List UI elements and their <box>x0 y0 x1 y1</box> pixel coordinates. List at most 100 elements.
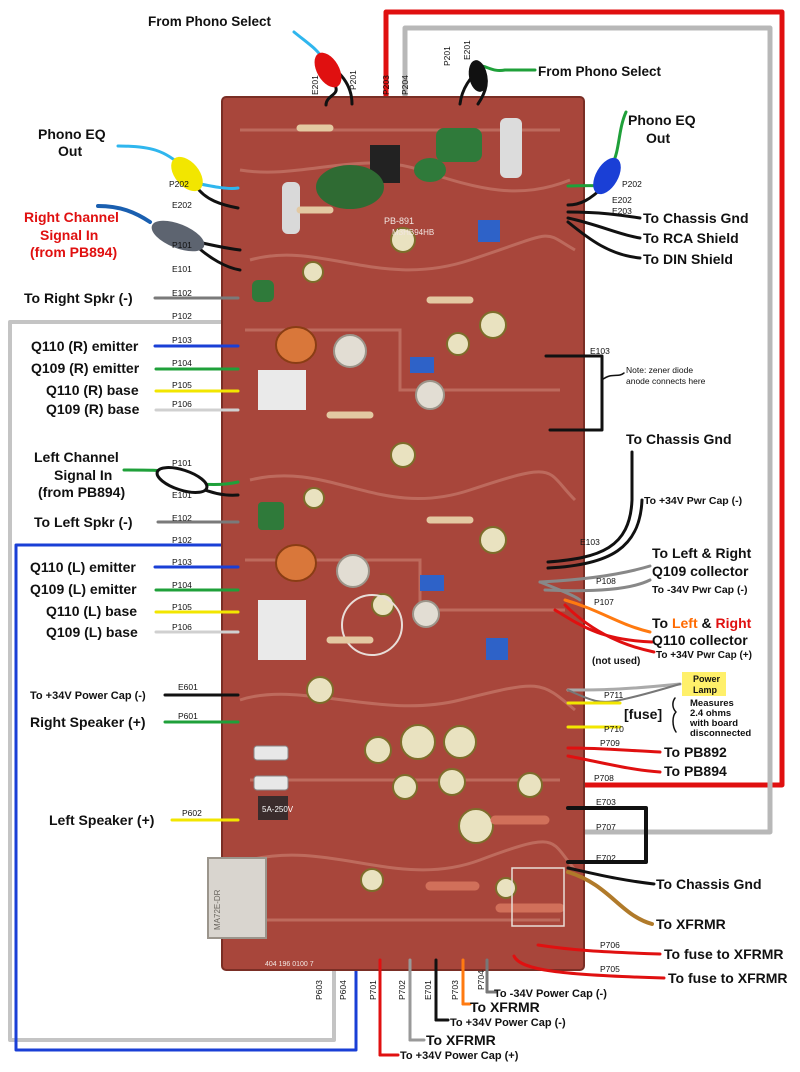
from-phono-select-label-1: From Phono Select <box>148 14 272 29</box>
red-wire-loop <box>383 9 785 788</box>
pad-p604: P604 <box>338 980 348 1000</box>
zener-note-line1: Note: zener diode <box>626 365 693 375</box>
q109-l-base-label: Q109 (L) base <box>46 624 138 640</box>
pad-p106b: P106 <box>172 622 192 632</box>
gray-wire-loop <box>402 25 773 835</box>
pad-p106a: P106 <box>172 399 192 409</box>
pad-p101b: P101 <box>172 458 192 468</box>
power-lamp-line2: Lamp <box>693 685 718 695</box>
pad-p203: P203 <box>381 75 391 95</box>
pad-p101a: P101 <box>172 240 192 250</box>
measures-line1: Measures <box>690 698 734 709</box>
pad-p704: P704 <box>476 970 486 990</box>
pad-p103a: P103 <box>172 335 192 345</box>
fuse-label: [fuse] <box>624 706 662 722</box>
chassis-gnd-1-label: To Chassis Gnd <box>643 210 749 226</box>
pad-p710: P710 <box>604 724 624 734</box>
pad-e101b: E101 <box>172 490 192 500</box>
pad-e202a: E202 <box>172 200 192 210</box>
pad-e102a: E102 <box>172 288 192 298</box>
left-labels: Phono EQ Out Right Channel Signal In (fr… <box>24 126 154 828</box>
pad-e203: E203 <box>612 206 632 216</box>
pad-p202a: P202 <box>169 179 189 189</box>
pad-p202b: P202 <box>622 179 642 189</box>
pwr-cap-pos-bottom-label: To +34V Power Cap (+) <box>400 1050 519 1062</box>
pwr-cap-neg-right-label: To +34V Pwr Cap (-) <box>644 495 742 507</box>
pad-p201b: P201 <box>442 46 452 66</box>
not-used-label: (not used) <box>592 656 640 667</box>
pad-e701: E701 <box>423 980 433 1000</box>
pad-e101a: E101 <box>172 264 192 274</box>
phono-eq-out-left-line2: Out <box>58 143 82 159</box>
pad-p602: P602 <box>182 808 202 818</box>
q110-collector-line1: To Left & Right <box>652 615 752 631</box>
pad-p102b: P102 <box>172 535 192 545</box>
pad-p108: P108 <box>596 576 616 586</box>
pad-p705: P705 <box>600 964 620 974</box>
pad-p709: P709 <box>600 738 620 748</box>
fuse-rating: 5A-250V <box>262 805 294 814</box>
left-speaker-pos-label: Left Speaker (+) <box>49 812 154 828</box>
silkscreen-code: PB-891 <box>384 216 414 226</box>
right-channel-in-line3: (from PB894) <box>30 244 117 260</box>
power-lamp-line1: Power <box>693 674 721 684</box>
pad-e103a: E103 <box>590 346 610 356</box>
to-pb894-label: To PB894 <box>664 763 727 779</box>
pad-e601: E601 <box>178 682 198 692</box>
q109-r-base-label: Q109 (R) base <box>46 401 140 417</box>
to-xfrmr-1-label: To XFRMR <box>656 916 726 932</box>
silkscreen-part: M3HB94HB <box>392 228 434 237</box>
phono-eq-out-right-line1: Phono EQ <box>628 112 696 128</box>
pad-p105b: P105 <box>172 602 192 612</box>
gray-wire-left-loop <box>8 320 336 1042</box>
q110-r-emitter-label: Q110 (R) emitter <box>31 338 139 354</box>
pad-p107: P107 <box>594 597 614 607</box>
pad-e202b: E202 <box>612 195 632 205</box>
pad-p701: P701 <box>368 980 378 1000</box>
q109-r-emitter-label: Q109 (R) emitter <box>31 360 140 376</box>
pad-e702: E702 <box>596 853 616 863</box>
pwr-cap-neg-bottom-label: To +34V Power Cap (-) <box>450 1017 566 1029</box>
pad-p104b: P104 <box>172 580 192 590</box>
phono-eq-out-right-line2: Out <box>646 130 670 146</box>
chassis-gnd-2-label: To Chassis Gnd <box>626 431 732 447</box>
pad-e201a: E201 <box>310 75 320 95</box>
q110-collector-line2: Q110 collector <box>652 632 748 648</box>
pad-p201a: P201 <box>348 70 358 90</box>
pad-labels: E201 P201 P203 P204 P201 E201 P202 E202 … <box>169 40 642 1000</box>
pad-p102a: P102 <box>172 311 192 321</box>
pad-e102b: E102 <box>172 513 192 523</box>
to-pb892-label: To PB892 <box>664 744 727 760</box>
right-speaker-pos-label: Right Speaker (+) <box>30 714 146 730</box>
pad-p601: P601 <box>178 711 198 721</box>
to-xfrmr-3-label: To XFRMR <box>426 1032 496 1048</box>
phono-eq-out-left-line1: Phono EQ <box>38 126 106 142</box>
measures-line3: with board <box>689 718 738 729</box>
neg34-pwr-cap-neg-bottom-label: To -34V Power Cap (-) <box>494 988 607 1000</box>
pad-e201b: E201 <box>462 40 472 60</box>
pad-p707: P707 <box>596 822 616 832</box>
circuit-board: 5A-250V MA72E-DR PB-891 M3HB94HB 404 196… <box>207 96 585 971</box>
right-labels: Phono EQ Out To Chassis Gnd To RCA Shiel… <box>592 112 788 986</box>
left-channel-in-line2: Signal In <box>54 467 112 483</box>
pwr-cap-neg-left-label: To +34V Power Cap (-) <box>30 690 146 702</box>
pad-p703: P703 <box>450 980 460 1000</box>
q109-collector-line2: Q109 collector <box>652 563 749 579</box>
q109-collector-line1: To Left & Right <box>652 545 752 561</box>
chassis-gnd-3-label: To Chassis Gnd <box>656 876 762 892</box>
harness-wires <box>8 9 785 1052</box>
power-lamp-box <box>682 672 726 696</box>
from-phono-select-label-2: From Phono Select <box>538 64 662 79</box>
pad-p603: P603 <box>314 980 324 1000</box>
connection-wires <box>96 30 682 1057</box>
right-channel-in-line2: Signal In <box>40 227 98 243</box>
pad-e703: E703 <box>596 797 616 807</box>
fuse-xfrmr-2-label: To fuse to XFRMR <box>668 970 788 986</box>
board-number: 404 196 0100 7 <box>265 961 314 968</box>
pad-p702: P702 <box>397 980 407 1000</box>
neg34-pwr-cap-neg-label: To -34V Pwr Cap (-) <box>652 584 747 596</box>
relay-label: MA72E-DR <box>213 889 222 930</box>
fuse-xfrmr-1-label: To fuse to XFRMR <box>664 946 784 962</box>
